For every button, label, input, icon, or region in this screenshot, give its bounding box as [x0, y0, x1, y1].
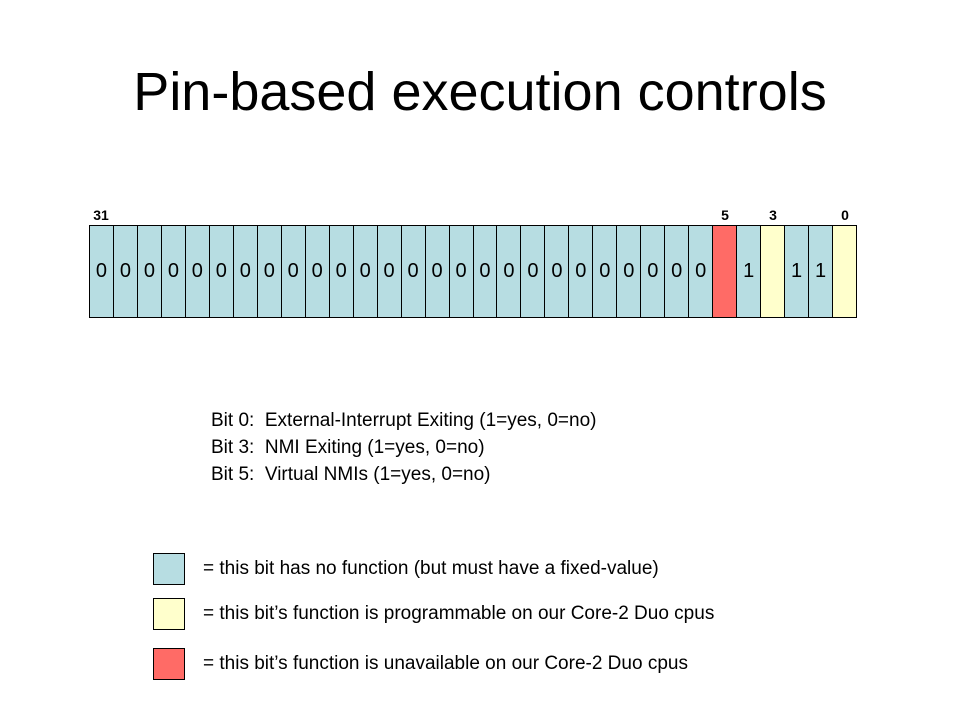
bit-description-prefix: Bit 3: — [211, 437, 255, 458]
bit-description: Bit 0: External-Interrupt Exiting (1=yes… — [211, 407, 596, 434]
bit-number-label-0: 0 — [841, 207, 849, 223]
bit-cell-0 — [832, 225, 857, 318]
legend-text: = this bit’s function is unavailable on … — [203, 653, 688, 674]
bit-cell-9: 0 — [616, 225, 642, 318]
bit-cell-10: 0 — [592, 225, 618, 318]
bit-cell-15: 0 — [472, 225, 498, 318]
bit-cell-19: 0 — [376, 225, 402, 318]
bit-description-text: External-Interrupt Exiting (1=yes, 0=no) — [264, 410, 597, 431]
bit-cell-28: 0 — [160, 225, 186, 318]
bit-number-label-3: 3 — [769, 207, 777, 223]
legend-swatch — [153, 598, 185, 630]
bit-cell-16: 0 — [448, 225, 474, 318]
bit-cell-31: 0 — [89, 225, 114, 318]
bit-cell-8: 0 — [640, 225, 666, 318]
bit-cell-3 — [760, 225, 786, 318]
bit-cell-22: 0 — [304, 225, 330, 318]
bit-cell-29: 0 — [136, 225, 162, 318]
legend-item-programmable: = this bit’s function is programmable on… — [153, 598, 873, 630]
bit-cell-30: 0 — [112, 225, 138, 318]
bit-description: Bit 5: Virtual NMIs (1=yes, 0=no) — [211, 461, 596, 488]
bit-cell-27: 0 — [184, 225, 210, 318]
legend-item-no-function: = this bit has no function (but must hav… — [153, 553, 873, 585]
bit-cell-13: 0 — [520, 225, 546, 318]
legend-text: = this bit’s function is programmable on… — [203, 603, 715, 624]
bit-description: Bit 3: NMI Exiting (1=yes, 0=no) — [211, 434, 596, 461]
legend-swatch — [153, 553, 185, 585]
bit-cell-20: 0 — [352, 225, 378, 318]
bit-cell-11: 0 — [568, 225, 594, 318]
bit-cell-21: 0 — [328, 225, 354, 318]
bit-cell-26: 0 — [208, 225, 234, 318]
page-title: Pin-based execution controls — [133, 62, 827, 122]
bit-description-prefix: Bit 5: — [211, 464, 255, 485]
legend-item-unavailable: = this bit’s function is unavailable on … — [153, 648, 873, 680]
bit-cell-18: 0 — [400, 225, 426, 318]
bit-description-text: Virtual NMIs (1=yes, 0=no) — [264, 464, 491, 485]
bit-description-text: NMI Exiting (1=yes, 0=no) — [264, 437, 485, 458]
bit-cell-17: 0 — [424, 225, 450, 318]
bit-number-label-5: 5 — [721, 207, 729, 223]
bit-cell-6: 0 — [688, 225, 714, 318]
bit-cell-25: 0 — [232, 225, 258, 318]
bit-number-labels: 31 5 3 0 — [0, 204, 960, 226]
legend-swatch — [153, 648, 185, 680]
bit-number-label-31: 31 — [93, 207, 109, 223]
bit-cell-2: 1 — [784, 225, 810, 318]
bit-cell-14: 0 — [496, 225, 522, 318]
bit-cell-4: 1 — [736, 225, 762, 318]
bit-description-prefix: Bit 0: — [211, 410, 255, 431]
bit-cell-23: 0 — [280, 225, 306, 318]
bit-cell-12: 0 — [544, 225, 570, 318]
bit-cell-1: 1 — [808, 225, 834, 318]
bit-descriptions: Bit 0: External-Interrupt Exiting (1=yes… — [211, 407, 596, 488]
legend-text: = this bit has no function (but must hav… — [203, 558, 659, 579]
bit-cell-7: 0 — [664, 225, 690, 318]
bit-cell-24: 0 — [256, 225, 282, 318]
bit-cell-5 — [712, 225, 738, 318]
